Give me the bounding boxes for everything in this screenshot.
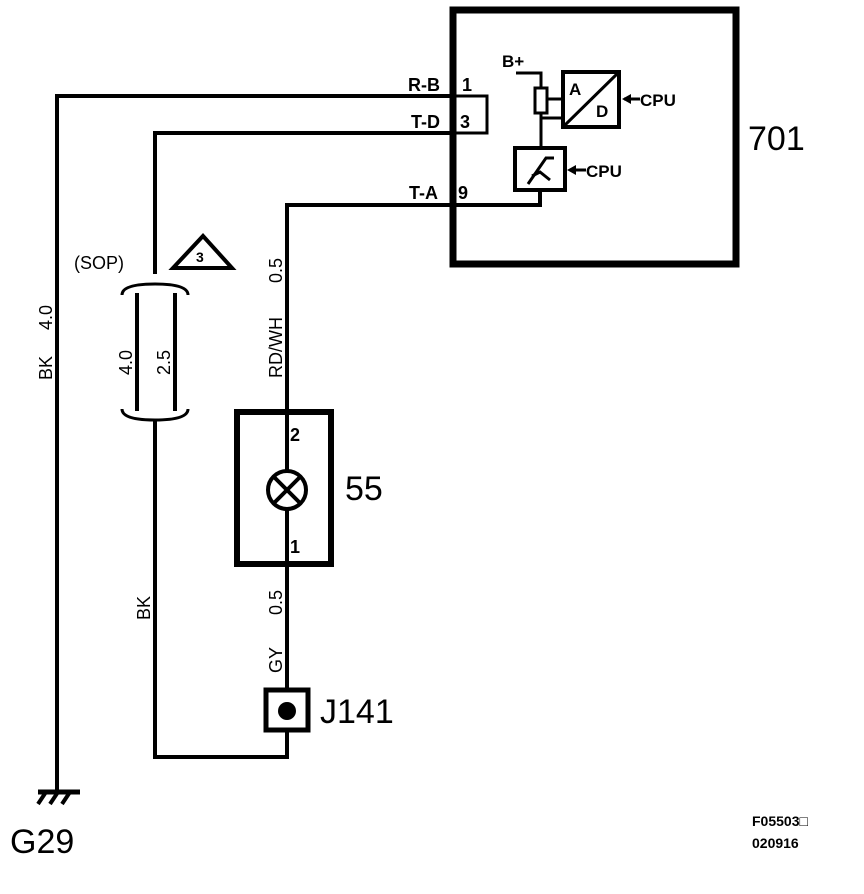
wire-rb-label: R-B [408,75,440,95]
resistor-icon [533,86,549,115]
pin-1-label: 1 [462,75,472,95]
wire-rdwh-size: 0.5 [266,258,286,283]
note-triangle-icon [168,233,237,270]
ad-diagonal [561,70,621,129]
wire-bk-lower [153,420,289,759]
connector-pin-icon [278,702,296,720]
wire-rb-bk [55,94,455,792]
control-module-id: 701 [748,120,805,158]
wire-bk-main-color: BK [36,356,56,380]
wire-gy-color: GY [266,647,286,673]
wire-rdwh-color: RD/WH [266,317,286,378]
connector-id: J141 [320,693,394,731]
wire-td [153,131,455,274]
cpu-arrow-1-icon [622,94,631,104]
pin-3-label: 3 [460,112,470,132]
lamp-box [234,409,334,567]
pin-loop [453,94,489,135]
splice-size-a: 4.0 [116,350,136,375]
note-number: 3 [196,249,204,265]
ground-hatch-2 [48,790,60,806]
cpu-label-2: CPU [586,162,622,181]
splice-size-b: 2.5 [154,350,174,375]
ground-hatch-1 [36,790,48,806]
wire-ta-label: T-A [409,183,438,203]
wire-bk-lower-color: BK [134,596,154,620]
ground-hatch-3 [60,790,72,806]
driver-switch-symbol-2 [531,170,551,182]
ad-label-a: A [569,80,581,99]
wire-bk-main-size: 4.0 [36,305,56,330]
supply-line [516,71,543,88]
wire-ta [285,188,542,412]
control-module-box [449,6,740,268]
cpu-arrow-2-icon [567,165,576,175]
supply-label: B+ [502,52,524,71]
lamp-id: 55 [345,470,383,508]
sop-label: (SOP) [74,253,124,273]
wire-td-label: T-D [411,112,440,132]
pin-9-label: 9 [458,183,468,203]
lamp-pin-top: 2 [290,425,300,445]
splice-bottom-bracket [120,408,190,422]
cpu-label-1: CPU [640,91,676,110]
ground-id: G29 [10,823,74,861]
ad-label-d: D [596,102,608,121]
wire-gy-size: 0.5 [266,590,286,615]
figure-date-code: 020916 [752,835,799,851]
lamp-cross-2 [272,475,302,505]
splice-top-bracket [120,282,190,296]
figure-ref-code: F05503□ [752,813,808,829]
lamp-pin-bottom: 1 [290,537,300,557]
